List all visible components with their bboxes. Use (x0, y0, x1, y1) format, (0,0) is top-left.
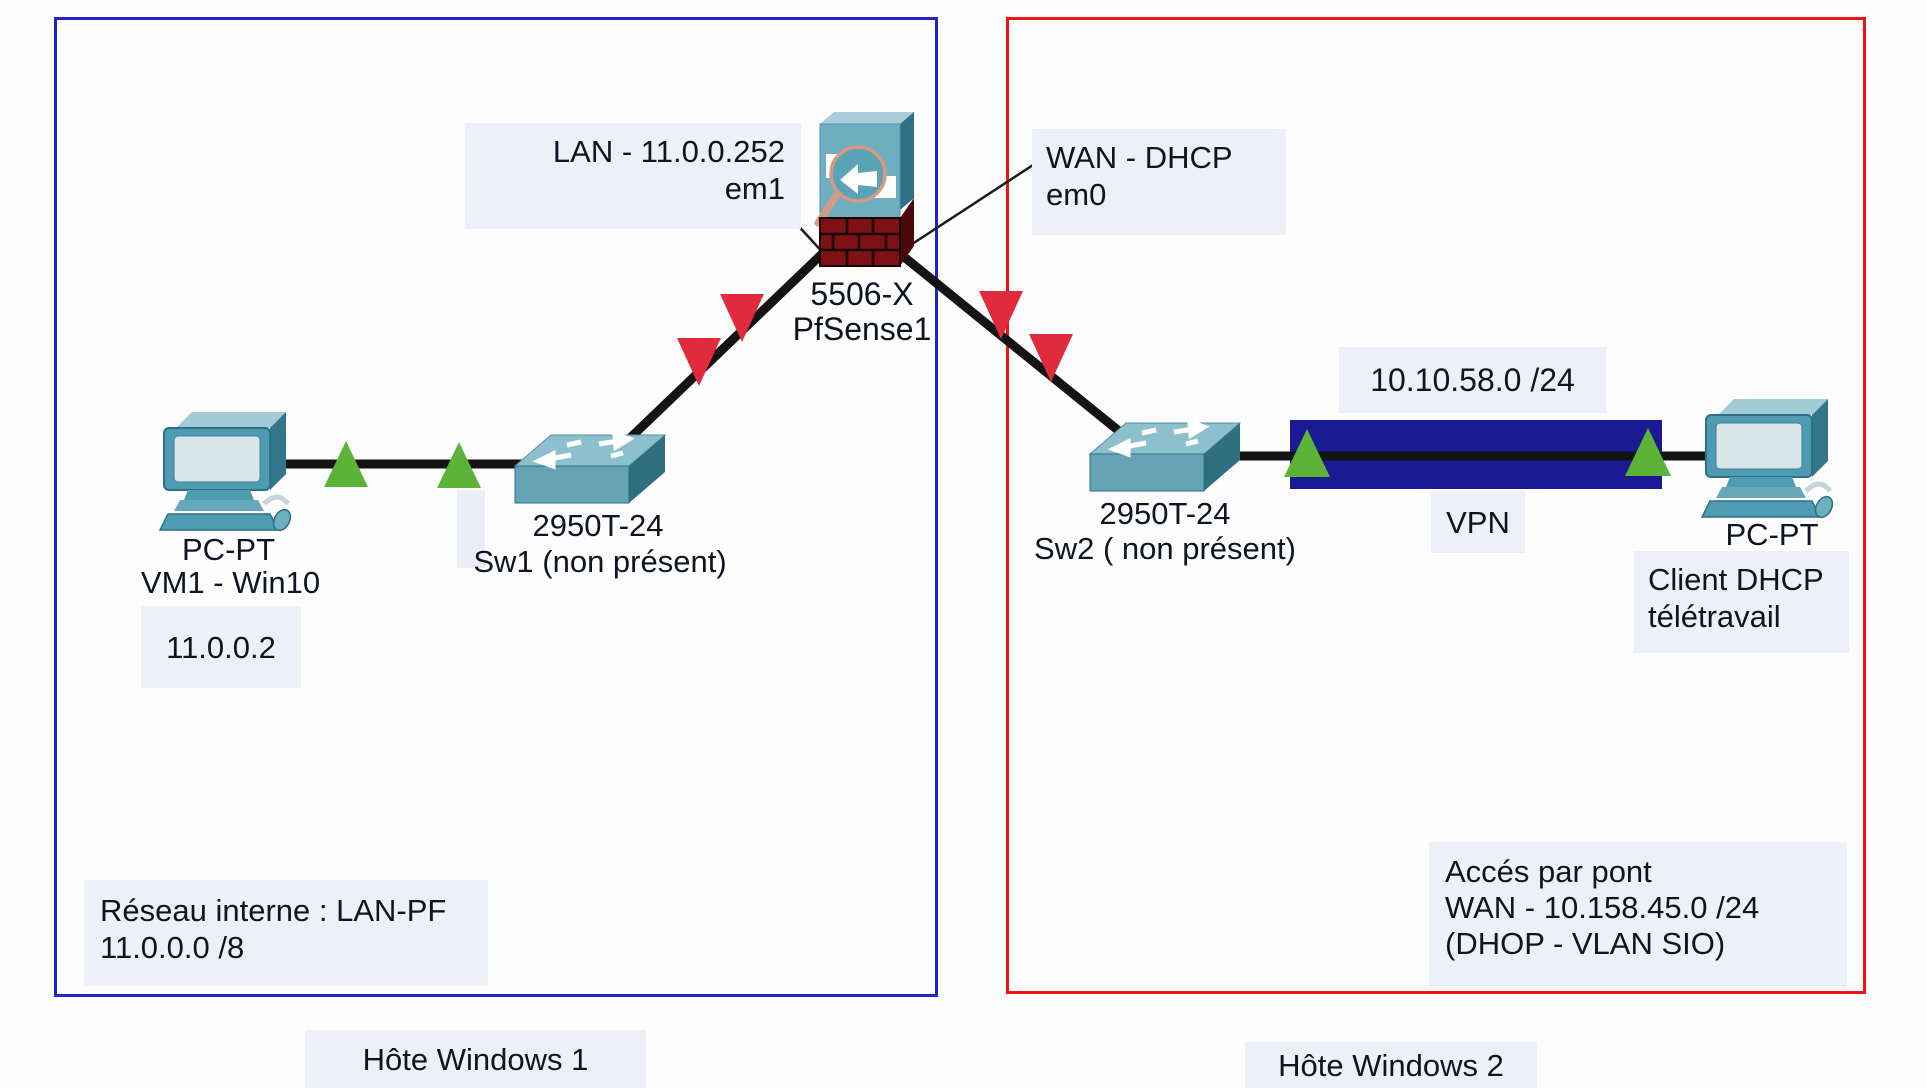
sw2-icon[interactable] (1090, 422, 1240, 491)
firewall-5506x-icon[interactable] (814, 112, 914, 267)
up-arrow-icon (437, 442, 481, 488)
lan-port-label: em1 (724, 171, 785, 206)
zone2-title-note: Hôte Windows 2 (1245, 1042, 1537, 1088)
zone2-note-line3: (DHOP - VLAN SIO) (1445, 926, 1726, 961)
down-arrow-icon (1029, 334, 1073, 382)
zone-hote-windows-2-border (1006, 17, 1866, 994)
pc1-model-label: PC-PT (182, 532, 275, 567)
sw1-model-label: 2950T-24 (532, 508, 664, 543)
pc2-role-line1: Client DHCP (1648, 562, 1824, 597)
sw1-name-label: Sw1 (non présent) (473, 544, 727, 579)
up-arrow-icon (1284, 429, 1330, 477)
red-down-arrows (677, 291, 1073, 386)
wan-port-label: em0 (1046, 177, 1107, 212)
up-arrow-icon (324, 441, 368, 487)
vpn-subnet-note: 10.10.58.0 /24 (1339, 347, 1606, 413)
sw2-name-label: Sw2 ( non présent) (1034, 531, 1296, 566)
lan-address-label: LAN - 11.0.0.252 (552, 134, 785, 169)
pc2-model-label: PC-PT (1725, 517, 1819, 552)
left-arrow-glyph (840, 164, 877, 194)
zone2-note-line1: Accés par pont (1445, 854, 1652, 889)
pc1-name-label: VM1 - Win10 (140, 565, 321, 600)
artifact-highlight (457, 490, 485, 568)
up-arrow-icon (1625, 428, 1671, 476)
pc2-icon[interactable] (1702, 399, 1836, 520)
firewall-model-label: 5506-X (810, 276, 914, 312)
vpn-subnet-label: 10.10.58.0 /24 (1370, 361, 1575, 398)
firewall-name-label: PfSense1 (792, 311, 932, 347)
zone2-note-line2: WAN - 10.158.45.0 /24 (1445, 890, 1760, 925)
zone1-network-note: Réseau interne : LAN-PF 11.0.0.0 /8 (84, 880, 488, 986)
zone2-network-note: Accés par pont WAN - 10.158.45.0 /24 (DH… (1429, 842, 1847, 987)
green-up-arrows (324, 428, 1671, 488)
zone1-note-line1: Réseau interne : LAN-PF (100, 893, 447, 928)
link-firewall-sw2[interactable] (895, 248, 1133, 444)
pc2-role-note: Client DHCP télétravail (1634, 551, 1849, 653)
link-sw1-firewall[interactable] (622, 248, 828, 446)
zone-hote-windows-1-border (54, 17, 938, 997)
vpn-name-note: VPN (1431, 491, 1525, 553)
zone2-title-label: Hôte Windows 2 (1278, 1047, 1504, 1083)
zone1-note-line2: 11.0.0.0 /8 (100, 930, 245, 965)
pc2-role-line2: télétravail (1648, 599, 1781, 634)
pointer-wan-label (902, 163, 1034, 252)
down-arrow-icon (677, 338, 721, 386)
zone1-title-note: Hôte Windows 1 (305, 1030, 646, 1088)
wan-interface-note: WAN - DHCP em0 (1032, 129, 1286, 235)
pc1-icon[interactable] (160, 412, 294, 533)
down-arrow-icon (979, 291, 1023, 339)
sw1-icon[interactable] (515, 434, 665, 503)
lan-interface-note: LAN - 11.0.0.252 em1 (465, 123, 801, 229)
pc1-ip-note: 11.0.0.2 (141, 606, 301, 688)
down-arrow-icon (720, 294, 764, 342)
zone1-title-label: Hôte Windows 1 (362, 1041, 589, 1077)
pc1-ip-label: 11.0.0.2 (166, 629, 276, 665)
wan-address-label: WAN - DHCP (1046, 140, 1233, 175)
sw2-model-label: 2950T-24 (1099, 496, 1231, 531)
vpn-name-label: VPN (1446, 504, 1510, 540)
